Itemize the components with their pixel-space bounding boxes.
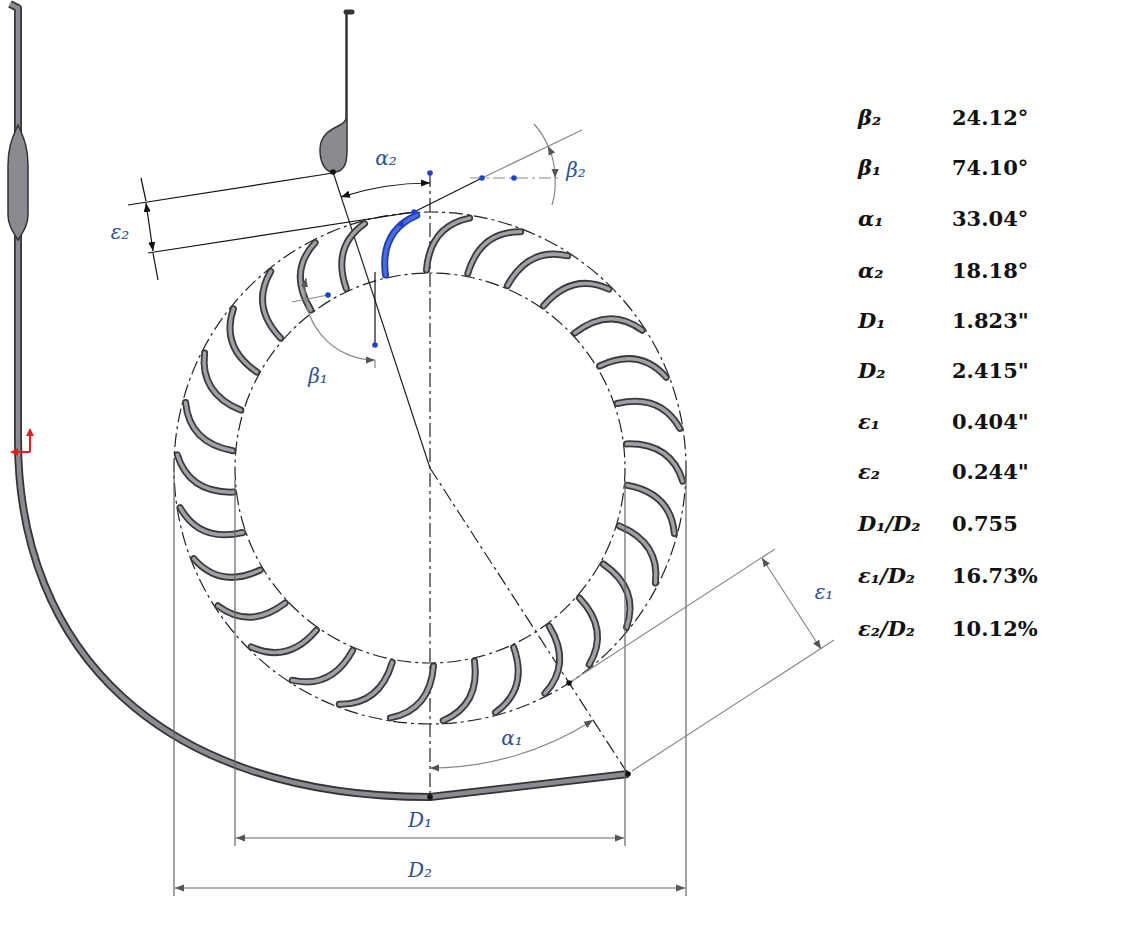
blade-body (603, 564, 630, 627)
dimension-label: β₂ (566, 160, 586, 180)
blade-body (507, 254, 567, 286)
blade-outline (218, 603, 285, 617)
blade-body (390, 666, 433, 718)
blade-body (468, 232, 521, 274)
table-cell: ε₁ (858, 411, 880, 432)
blade-body (496, 647, 519, 712)
origin-marker (10, 428, 34, 456)
table-cell: 18.18° (952, 260, 1028, 281)
blade-body (177, 455, 233, 492)
table-cell: D₁/D₂ (858, 513, 921, 534)
dimension-label: β₁ (308, 366, 328, 386)
table-cell: 16.73% (952, 565, 1038, 586)
blade-outline (443, 661, 475, 721)
blade-outline (507, 254, 567, 286)
beta2-construction (414, 124, 582, 212)
table-cell: 0.755 (952, 513, 1018, 534)
blade-outline (496, 647, 519, 712)
blade-body (204, 353, 241, 410)
alpha1-arc (430, 720, 593, 768)
table-cell: 0.244" (952, 461, 1029, 482)
table-cell: 24.12° (952, 107, 1028, 128)
blade-outline (579, 598, 597, 665)
dimension-label: ε₂ (111, 222, 130, 242)
blade-outline (385, 215, 417, 275)
blade-body (427, 218, 470, 270)
blade-body (186, 403, 233, 451)
blade-body (339, 662, 392, 704)
construction-dots (325, 169, 631, 800)
table-cell: ε₂/D₂ (858, 618, 915, 639)
blade-outline (617, 401, 680, 428)
tongue-line (333, 172, 430, 468)
dimension-label: D₁ (408, 810, 432, 830)
volute-housing (8, 4, 628, 797)
table-cell: D₁ (858, 310, 885, 331)
blade-body (627, 485, 674, 533)
dimension-label: ε₁ (815, 582, 834, 602)
blade-outline (627, 485, 674, 533)
blade-body (544, 283, 609, 305)
blade-body (342, 224, 365, 289)
blade-body (600, 359, 667, 378)
blade-body (617, 401, 680, 428)
blade-outline (194, 559, 260, 578)
table-cell: 0.404" (952, 411, 1029, 432)
beta1-construction (292, 272, 375, 368)
blade-outline (251, 630, 316, 652)
blade-body (443, 661, 475, 721)
blade-outline (545, 626, 560, 693)
table-cell: α₂ (858, 260, 883, 281)
blade-outline (230, 309, 257, 372)
outlet-line (430, 468, 628, 774)
blade-outline (575, 319, 642, 333)
epsilon1-dimension (572, 549, 834, 771)
blade-body (230, 309, 257, 372)
table-cell: 74.10° (952, 157, 1028, 178)
blade-outline (468, 232, 521, 274)
table-cell: β₂ (858, 107, 881, 128)
blade-body (627, 444, 683, 481)
blade-outline (292, 650, 352, 682)
blade-body (545, 626, 560, 693)
blade-outline (339, 662, 392, 704)
blade-outline (180, 508, 243, 535)
blade-body (579, 598, 597, 665)
blade-body (575, 319, 642, 333)
blade-outline (204, 353, 241, 410)
blade-body (292, 650, 352, 682)
blade-outline (603, 564, 630, 627)
alpha2-arc (341, 183, 430, 197)
table-cell: ε₂ (858, 461, 880, 482)
blade-outline (544, 283, 609, 305)
blade-body (194, 559, 260, 578)
blade-body (262, 271, 280, 338)
table-cell: 1.823" (952, 310, 1029, 331)
blade-outline (262, 271, 280, 338)
dimension-label: D₂ (408, 860, 432, 880)
table-cell: D₂ (858, 360, 885, 381)
table-cell: ε₁/D₂ (858, 565, 915, 586)
table-cell: β₁ (858, 157, 881, 178)
blade-outline (177, 455, 233, 492)
blade-outline (600, 359, 667, 378)
blade-outline (627, 444, 683, 481)
blade-body (251, 630, 316, 652)
blade-outline (390, 666, 433, 718)
blade-body (218, 603, 285, 617)
table-cell: α₁ (858, 208, 883, 229)
blade-outline (186, 403, 233, 451)
dimension-label: α₂ (375, 148, 397, 168)
table-cell: 10.12% (952, 618, 1038, 639)
table-cell: 33.04° (952, 208, 1028, 229)
blade-body (385, 215, 417, 275)
diameter-dimensions (174, 470, 686, 896)
table-cell: 2.415" (952, 360, 1029, 381)
blade-body (180, 508, 243, 535)
blade-outline (342, 224, 365, 289)
blade-outline (427, 218, 470, 270)
impeller-blades (177, 215, 682, 720)
dimension-label: α₁ (501, 728, 523, 748)
